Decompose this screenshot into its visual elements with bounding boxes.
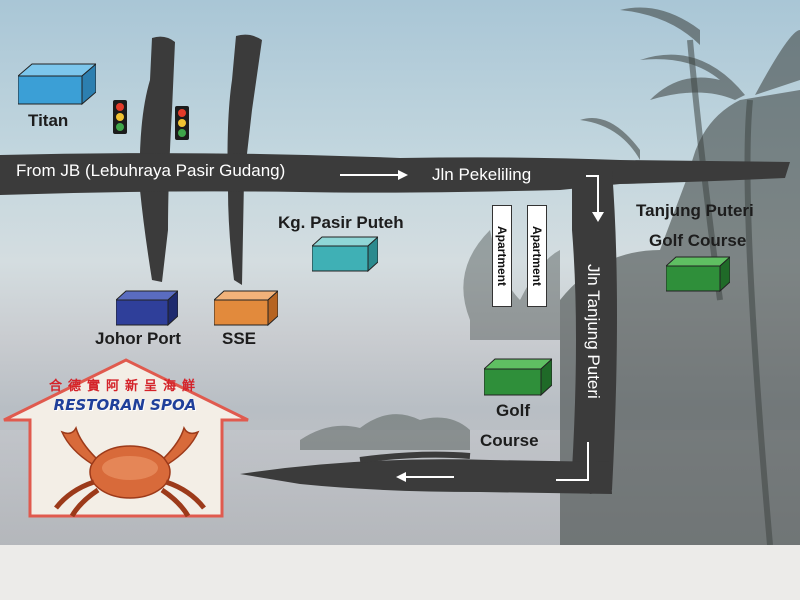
tanjung-puteri-road	[572, 170, 617, 494]
golf-course-box	[484, 358, 552, 396]
traffic-light-icon	[175, 106, 189, 140]
pekeliling-road-label: Jln Pekeliling	[432, 165, 532, 184]
sse-box	[214, 290, 278, 326]
apartment-sign-1: Apartment	[492, 205, 512, 307]
arrow-left-icon	[396, 472, 454, 482]
map-card: From JB (Lebuhraya Pasir Gudang) Jln Pek…	[0, 0, 800, 545]
golf-course-label-line2: Course	[480, 431, 539, 450]
golf-course-name-line1: Tanjung Puteri	[636, 201, 754, 220]
titan-box	[18, 63, 96, 106]
tanjung-puteri-road-label: Jln Tanjung Puteri	[584, 264, 603, 399]
pasir-puteh-box	[312, 236, 378, 272]
arrow-down-icon	[586, 175, 604, 222]
traffic-light-icon	[113, 100, 127, 134]
arrow-down-icon	[556, 442, 589, 481]
johor-port-box	[116, 290, 178, 326]
restaurant-house	[3, 358, 249, 518]
apartment-sign-2: Apartment	[527, 205, 547, 307]
main-road-label: From JB (Lebuhraya Pasir Gudang)	[16, 161, 286, 180]
sse-label: SSE	[222, 329, 257, 348]
scenery	[0, 7, 800, 545]
johor-port-label: Johor Port	[95, 329, 181, 348]
titan-label: Titan	[28, 111, 69, 130]
crab-icon	[54, 425, 206, 518]
golf-course-name-line2: Golf Course	[649, 231, 747, 250]
arrow-right-icon	[340, 170, 408, 180]
restaurant-name: RESTORAN SPOA	[53, 396, 197, 414]
roads-layer	[0, 34, 790, 494]
pasir-puteh-label: Kg. Pasir Puteh	[278, 213, 404, 232]
golf-course-label-line1: Golf	[496, 401, 530, 420]
restaurant-chinese-name: 合德實阿新呈海鮮	[48, 378, 201, 393]
tanjung-puteri-golf-box	[666, 256, 730, 292]
card-bottom-margin	[0, 545, 800, 600]
